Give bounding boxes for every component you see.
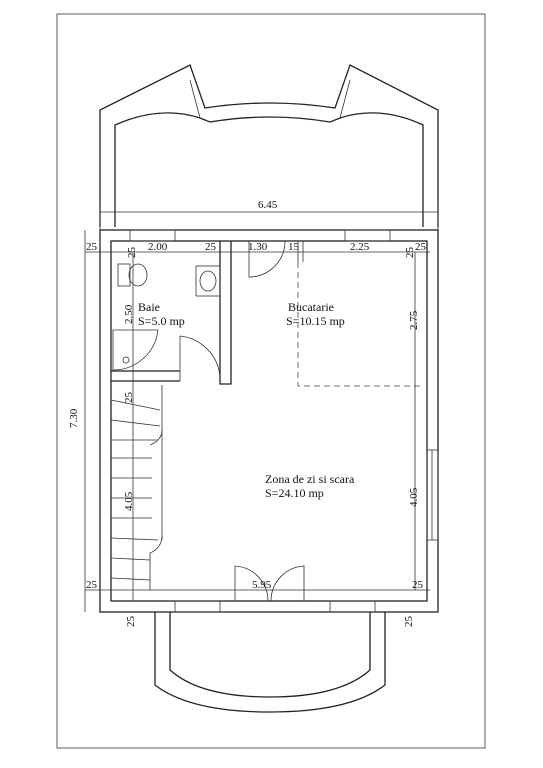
dimension-bottom: 25 5.95 25 25 25 bbox=[85, 579, 430, 627]
dim-25-top-b: 25 bbox=[205, 241, 217, 253]
dim-4-05-left: 4.05 bbox=[123, 491, 135, 511]
dim-2-75: 2.75 bbox=[408, 310, 420, 330]
house-walls bbox=[99, 229, 439, 613]
room-baie-name: Baie bbox=[138, 300, 160, 314]
dim-25-top-a: 25 bbox=[126, 247, 138, 259]
dim-4-05-right: 4.05 bbox=[408, 487, 420, 507]
dim-1-30: 1.30 bbox=[248, 241, 268, 253]
dim-15: 15 bbox=[288, 241, 300, 253]
dim-25-bottom-v-left: 25 bbox=[125, 616, 137, 628]
room-bucatarie-area: S=10.15 mp bbox=[286, 314, 345, 328]
dimension-top-row: 25 25 2.00 25 1.30 15 2.25 25 25 bbox=[85, 241, 430, 258]
dim-25-top-d: 25 bbox=[415, 241, 427, 253]
dim-2-00: 2.00 bbox=[148, 241, 168, 253]
room-baie-area: S=5.0 mp bbox=[138, 314, 185, 328]
dim-25-left: 25 bbox=[123, 392, 135, 404]
staircase bbox=[110, 385, 163, 590]
dim-25-bottom-left: 25 bbox=[86, 579, 98, 591]
room-zona-area: S=24.10 mp bbox=[265, 486, 324, 500]
dim-25-top-left: 25 bbox=[86, 241, 98, 253]
top-terrace bbox=[99, 64, 439, 227]
dim-6-45: 6.45 bbox=[258, 199, 278, 211]
dimension-left-inner: 2.50 25 4.05 bbox=[123, 252, 135, 601]
dim-2-25: 2.25 bbox=[350, 241, 370, 253]
bathroom-fixtures bbox=[112, 263, 221, 371]
dim-25-bottom-v-right: 25 bbox=[403, 616, 415, 628]
dimension-left-total: 7.30 bbox=[68, 230, 86, 612]
room-bucatarie-name: Bucatarie bbox=[288, 300, 334, 314]
sheet-border bbox=[56, 13, 486, 749]
room-zona-name: Zona de zi si scara bbox=[265, 472, 355, 486]
dim-7-30: 7.30 bbox=[68, 408, 80, 428]
dimension-right: 2.75 4.05 bbox=[408, 252, 420, 590]
doors bbox=[179, 240, 305, 602]
kitchen-counter bbox=[297, 262, 420, 387]
dimension-top-total: 6.45 bbox=[99, 199, 439, 230]
dim-25-top-c: 25 bbox=[404, 247, 416, 259]
dim-2-50: 2.50 bbox=[123, 304, 135, 324]
dim-5-95: 5.95 bbox=[252, 579, 272, 591]
dim-25-bottom-right: 25 bbox=[412, 579, 424, 591]
bottom-terrace bbox=[154, 612, 386, 713]
